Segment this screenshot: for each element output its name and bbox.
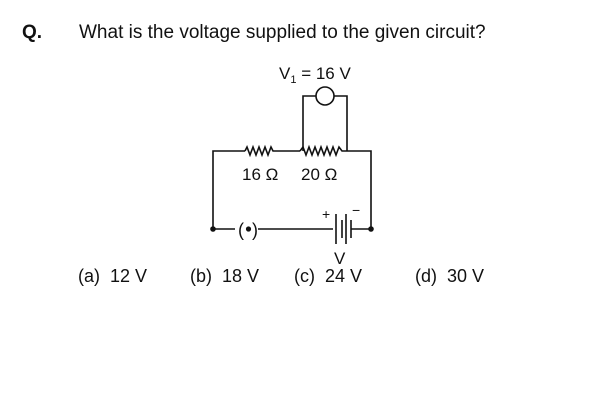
option-a[interactable]: (a) 12 V — [78, 266, 147, 287]
option-a-value: 12 V — [110, 266, 148, 286]
terminal-left — [210, 226, 216, 232]
option-b-label: (b) — [190, 266, 212, 286]
option-b[interactable]: (b) 18 V — [190, 266, 259, 287]
voltmeter-lead-left — [302, 95, 316, 151]
question-text: What is the voltage supplied to the give… — [79, 22, 486, 43]
option-c-value: 24 V — [325, 266, 363, 286]
question-number: Q. — [22, 22, 43, 43]
resistor-20-zigzag — [299, 144, 344, 158]
voltmeter-symbol — [315, 86, 335, 106]
key-paren-left: ( — [238, 220, 244, 240]
top-right-wire — [344, 150, 372, 228]
option-c-label: (c) — [294, 266, 315, 286]
terminal-right — [368, 226, 374, 232]
top-left-wire — [212, 150, 245, 229]
voltmeter-label: V1 = 16 V — [279, 64, 351, 86]
option-d-value: 30 V — [447, 266, 485, 286]
battery-voltage-label: V — [334, 249, 346, 268]
resistor-20-label: 20 Ω — [301, 165, 337, 184]
option-b-value: 18 V — [222, 266, 260, 286]
option-c[interactable]: (c) 24 V — [294, 266, 362, 287]
battery-plus-label: + — [322, 206, 330, 222]
option-d[interactable]: (d) 30 V — [415, 266, 484, 287]
resistor-16-zigzag — [244, 144, 275, 158]
battery-minus-label: − — [352, 202, 360, 218]
resistor-16-label: 16 Ω — [242, 165, 278, 184]
option-a-label: (a) — [78, 266, 100, 286]
voltmeter-lead-right — [334, 95, 348, 151]
key-paren-right: ) — [252, 220, 258, 240]
key-dot — [245, 226, 252, 232]
option-d-label: (d) — [415, 266, 437, 286]
